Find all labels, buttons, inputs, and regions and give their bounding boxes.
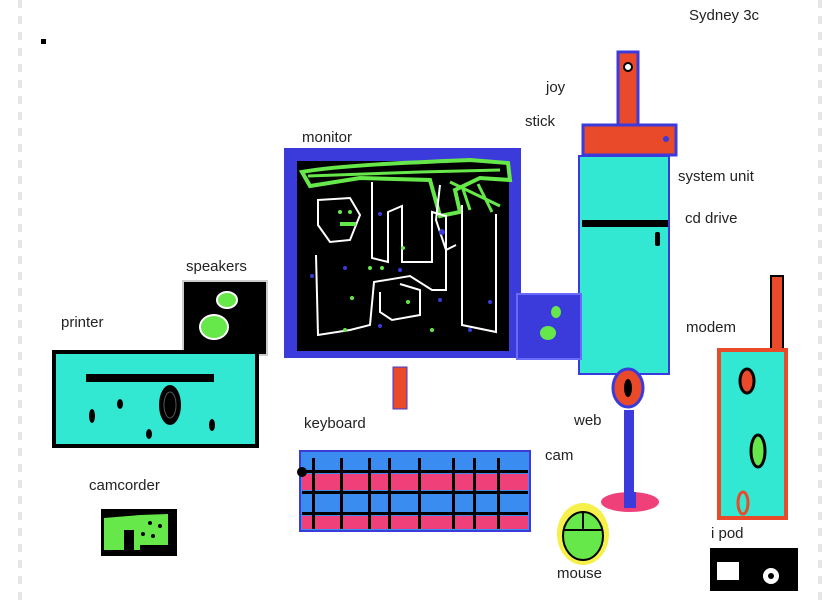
ipod xyxy=(710,548,798,591)
modem-label: modem xyxy=(686,319,737,336)
monitor-side-speaker xyxy=(516,293,582,360)
printer-label: printer xyxy=(61,314,104,331)
keyboard-label: keyboard xyxy=(304,415,366,432)
monitor xyxy=(284,148,521,410)
keyboard xyxy=(297,450,531,532)
camcorder xyxy=(101,509,177,556)
cd-drive-label: cd drive xyxy=(685,210,738,227)
webcam xyxy=(601,367,659,512)
monitor-label: monitor xyxy=(302,129,353,146)
system-unit xyxy=(578,155,670,375)
printer xyxy=(52,350,259,448)
right-edge-stripe xyxy=(818,0,822,600)
joystick-label-line2: stick xyxy=(525,113,555,130)
speakers-label: speakers xyxy=(186,258,247,275)
joystick xyxy=(581,50,678,157)
speakers xyxy=(182,280,268,356)
webcam-label-line2: cam xyxy=(545,447,574,464)
webcam-label-line1: web xyxy=(574,412,602,429)
system-unit-label: system unit xyxy=(678,168,754,185)
stray-dot xyxy=(41,39,46,44)
mouse-label: mouse xyxy=(557,565,603,582)
title-label: Sydney 3c xyxy=(689,7,760,24)
modem xyxy=(717,275,788,520)
ipod-label: i pod xyxy=(711,525,744,542)
left-edge-stripe xyxy=(18,0,22,600)
camcorder-label: camcorder xyxy=(89,477,160,494)
joystick-label-line1: joy xyxy=(546,79,566,96)
mouse xyxy=(557,503,609,565)
